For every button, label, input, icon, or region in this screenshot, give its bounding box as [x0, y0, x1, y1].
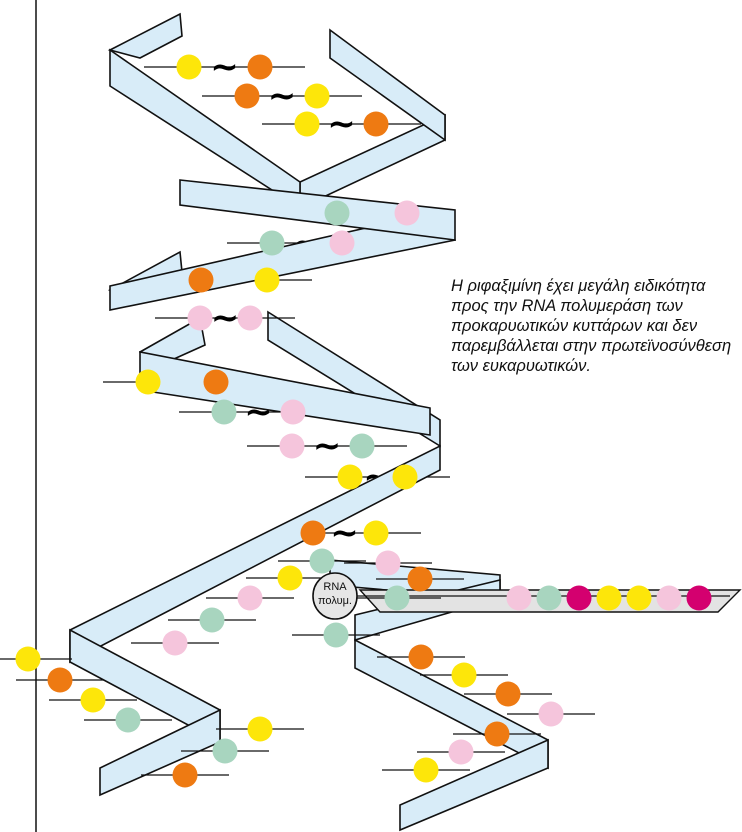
base-orange	[408, 644, 434, 670]
base-orange	[300, 520, 326, 546]
base-yellow	[80, 687, 106, 713]
bond-tilde: ~	[313, 426, 342, 466]
base-pink	[394, 200, 420, 226]
base-pink	[237, 585, 263, 611]
rna-base-magenta	[686, 585, 712, 611]
base-yellow	[304, 83, 330, 109]
base-orange	[247, 54, 273, 80]
base-yellow	[451, 662, 477, 688]
single-strand-bases	[0, 54, 712, 788]
base-yellow	[176, 54, 202, 80]
base-orange	[188, 267, 214, 293]
base-pink	[279, 433, 305, 459]
base-orange	[234, 83, 260, 109]
bond-tilde: ~	[210, 47, 239, 87]
rna-base-magenta	[566, 585, 592, 611]
base-orange	[495, 681, 521, 707]
base-mint	[212, 738, 238, 764]
base-yellow	[277, 565, 303, 591]
base-pink	[237, 305, 263, 331]
strand-segment	[179, 179, 456, 241]
base-orange	[407, 566, 433, 592]
base-mint	[211, 399, 237, 425]
base-orange	[172, 762, 198, 788]
base-yellow	[247, 716, 273, 742]
base-pink	[162, 630, 188, 656]
base-mint	[384, 585, 410, 611]
base-orange	[484, 721, 510, 747]
base-pink	[187, 305, 213, 331]
base-yellow	[254, 267, 280, 293]
rna-base-pink	[656, 585, 682, 611]
rna-base-yellow	[596, 585, 622, 611]
base-yellow	[392, 464, 418, 490]
base-mint	[349, 433, 375, 459]
strand-segment	[107, 12, 183, 59]
rna-polymerase-icon: RNA πολυμ.	[312, 572, 358, 620]
base-pink	[329, 230, 355, 256]
strand-segment	[329, 28, 446, 142]
base-yellow	[15, 646, 41, 672]
base-mint	[259, 230, 285, 256]
polymerase-label-line1: RNA	[323, 581, 347, 593]
base-pink	[280, 399, 306, 425]
strand-segment	[99, 708, 221, 797]
base-yellow	[135, 369, 161, 395]
base-orange	[363, 111, 389, 137]
strand-segment	[399, 738, 549, 832]
polymerase-label-line2: πολυμ.	[318, 595, 352, 607]
base-yellow	[294, 111, 320, 137]
base-yellow	[337, 464, 363, 490]
base-pink	[448, 739, 474, 765]
dna-strand-front	[69, 48, 549, 832]
bond-tilde: ~	[268, 76, 297, 116]
base-orange	[47, 667, 73, 693]
rna-base-mint	[536, 585, 562, 611]
bond-tilde: ~	[327, 104, 356, 144]
caption-text: Η ριφαξιμίνη έχει μεγάλη ειδικότητα προς…	[451, 277, 732, 375]
base-mint	[199, 607, 225, 633]
rna-base-pink	[506, 585, 532, 611]
base-mint	[309, 548, 335, 574]
base-pink	[375, 550, 401, 576]
base-mint	[323, 622, 349, 648]
base-orange	[203, 369, 229, 395]
base-pink	[538, 701, 564, 727]
base-mint	[324, 200, 350, 226]
rna-base-yellow	[626, 585, 652, 611]
bond-tilde: ~	[211, 298, 240, 338]
base-yellow	[413, 757, 439, 783]
base-yellow	[363, 520, 389, 546]
base-mint	[115, 707, 141, 733]
